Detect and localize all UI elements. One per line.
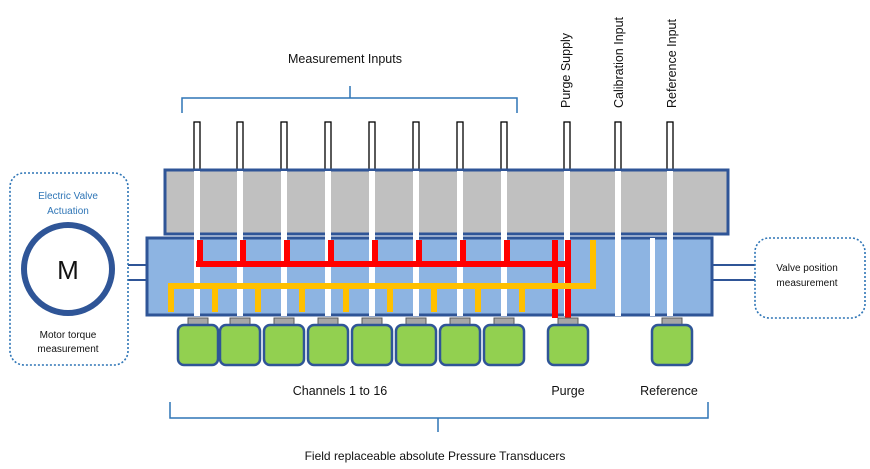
measurement-input-tube-4 [324, 121, 332, 172]
reference-input-tube [666, 121, 674, 172]
valve-position-box [754, 237, 866, 319]
lower-manifold-body [145, 236, 714, 317]
valve-position-line2: measurement [776, 278, 837, 289]
motor-torque-line1: Motor torque [40, 330, 97, 341]
reference-transducer [650, 323, 694, 367]
measurement-input-tube-2 [236, 121, 244, 172]
channel-transducer-3 [262, 323, 306, 367]
actuation-label-line2: Actuation [47, 206, 89, 217]
motor-torque-line2: measurement [37, 344, 98, 355]
channel-transducer-5 [350, 323, 394, 367]
measurement-input-tube-5 [368, 121, 376, 172]
motor-icon [21, 222, 115, 316]
measurement-inputs-bracket [181, 86, 518, 113]
transducer-row [176, 317, 694, 367]
measurement-input-tube-3 [280, 121, 288, 172]
calibration-passage [615, 171, 621, 316]
reference-passage [667, 171, 673, 316]
calibration-input-label: Calibration Input [612, 16, 626, 108]
purge-transducer [546, 323, 590, 367]
measurement-input-tube-6 [412, 121, 420, 172]
measurement-input-tube-7 [456, 121, 464, 172]
transducers-bracket [169, 402, 709, 432]
channel-transducer-8 [482, 323, 526, 367]
input-tubes-under [193, 121, 674, 172]
calibration-input-tube [614, 121, 622, 172]
channel-transducer-1 [176, 323, 220, 367]
actuation-label-line1: Electric Valve [38, 191, 98, 202]
purge-input-tube [563, 121, 571, 172]
channels-label: Channels 1 to 16 [293, 384, 388, 398]
motor-symbol: M [57, 255, 79, 285]
purge-supply-label: Purge Supply [559, 32, 573, 108]
channel-transducer-4 [306, 323, 350, 367]
valve-position-line1: Valve position [776, 263, 838, 274]
upper-manifold-block [163, 168, 730, 236]
reference-label: Reference [640, 384, 698, 398]
pneumatic-channels [168, 240, 596, 318]
transducers-label: Field replaceable absolute Pressure Tran… [305, 449, 566, 463]
purge-label: Purge [551, 384, 584, 398]
channel-transducer-6 [394, 323, 438, 367]
right-connector-stub [712, 264, 755, 281]
measurement-inputs-label: Measurement Inputs [288, 52, 402, 66]
left-connector-stub [128, 264, 146, 281]
reference-input-label: Reference Input [665, 19, 679, 108]
measurement-input-tube-8 [500, 121, 508, 172]
channel-transducer-2 [218, 323, 262, 367]
channel-transducer-7 [438, 323, 482, 367]
calibration-bypass-passage [650, 238, 655, 316]
measurement-input-tube-1 [193, 121, 201, 172]
